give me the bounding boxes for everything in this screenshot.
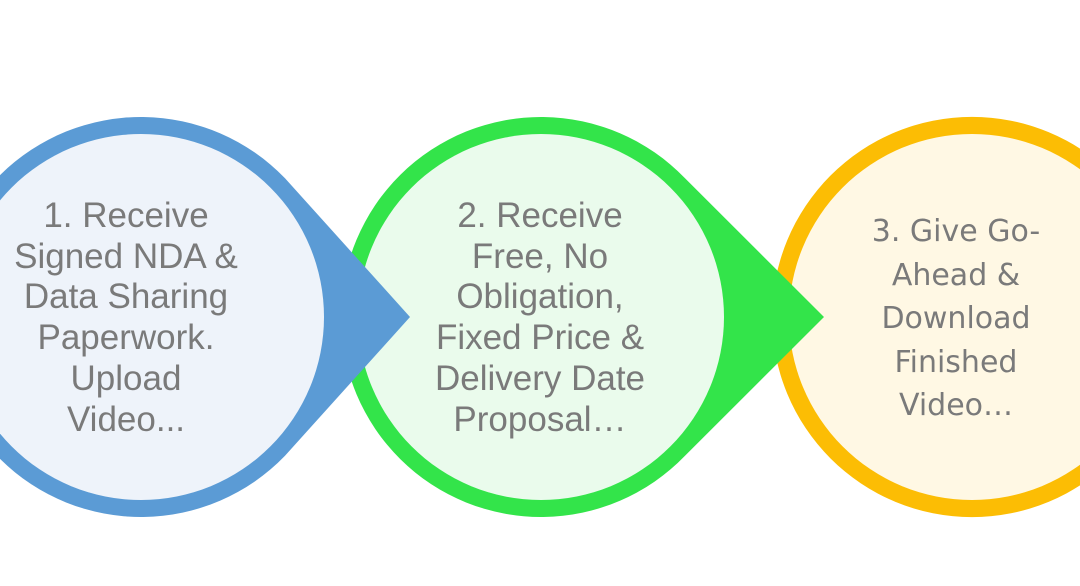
step-3-label: 3. Give Go- Ahead & Download Finished Vi… [871, 214, 1041, 423]
step-1-shape [0, 117, 410, 517]
step-2-label: 2. Receive Free, No Obligation, Fixed Pr… [434, 196, 646, 439]
step-1-label: 1. Receive Signed NDA & Data Sharing Pap… [14, 196, 238, 439]
step-3-inner-circle [789, 134, 1080, 500]
step-1-inner-circle [0, 134, 324, 500]
step-2-inner-circle [358, 134, 724, 500]
step-2-shape [341, 117, 824, 518]
step-3-shape [772, 117, 1080, 517]
